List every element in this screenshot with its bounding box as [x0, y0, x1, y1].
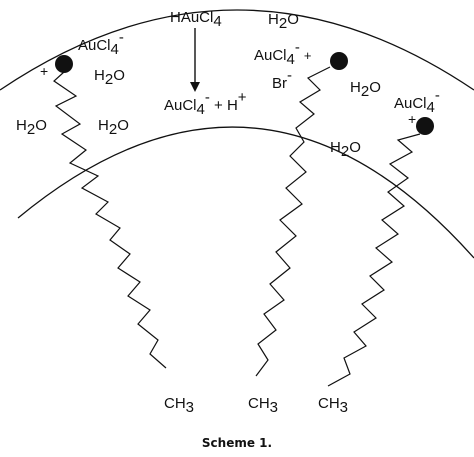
aucl4-label-right: AuCl4- — [394, 87, 440, 116]
plus-sign-right: + — [408, 111, 416, 127]
surfactant-head-middle — [330, 52, 348, 70]
water-label-left-2: H2O — [16, 117, 47, 138]
figure-caption: Scheme 1. — [201, 436, 273, 450]
methyl-label-1: CH3 — [164, 395, 194, 416]
methyl-label-2: CH3 — [248, 395, 278, 416]
products-label: AuCl4- + H+ — [164, 89, 247, 118]
water-label-left-3: H2O — [98, 117, 129, 138]
inner-core-boundary — [17, 126, 474, 259]
outer-micelle-boundary — [0, 9, 474, 91]
reagent-label: HAuCl4 — [170, 9, 222, 30]
bromide-label: Br- — [272, 67, 292, 92]
reaction-arrow-head — [190, 82, 200, 92]
water-label-top: H2O — [268, 11, 299, 32]
surfactant-head-right — [416, 117, 434, 135]
surfactant-tail-right — [327, 133, 421, 387]
surfactant-tail-left — [53, 71, 167, 369]
water-label-right-1: H2O — [350, 79, 381, 100]
surfactant-head-left — [55, 55, 73, 73]
water-label-right-2: H2O — [330, 139, 361, 160]
surfactant-tail-middle — [255, 66, 331, 377]
water-label-left-1: H2O — [94, 67, 125, 88]
methyl-label-3: CH3 — [318, 395, 348, 416]
aucl4-label-left: AuCl4- — [78, 29, 124, 58]
micelle-scheme-diagram: HAuCl4 H2O AuCl4- + H2O H2O H2O AuCl4- +… — [0, 9, 474, 416]
aucl4-label-middle: AuCl4-+ — [254, 39, 311, 68]
plus-sign-left: + — [40, 63, 48, 79]
